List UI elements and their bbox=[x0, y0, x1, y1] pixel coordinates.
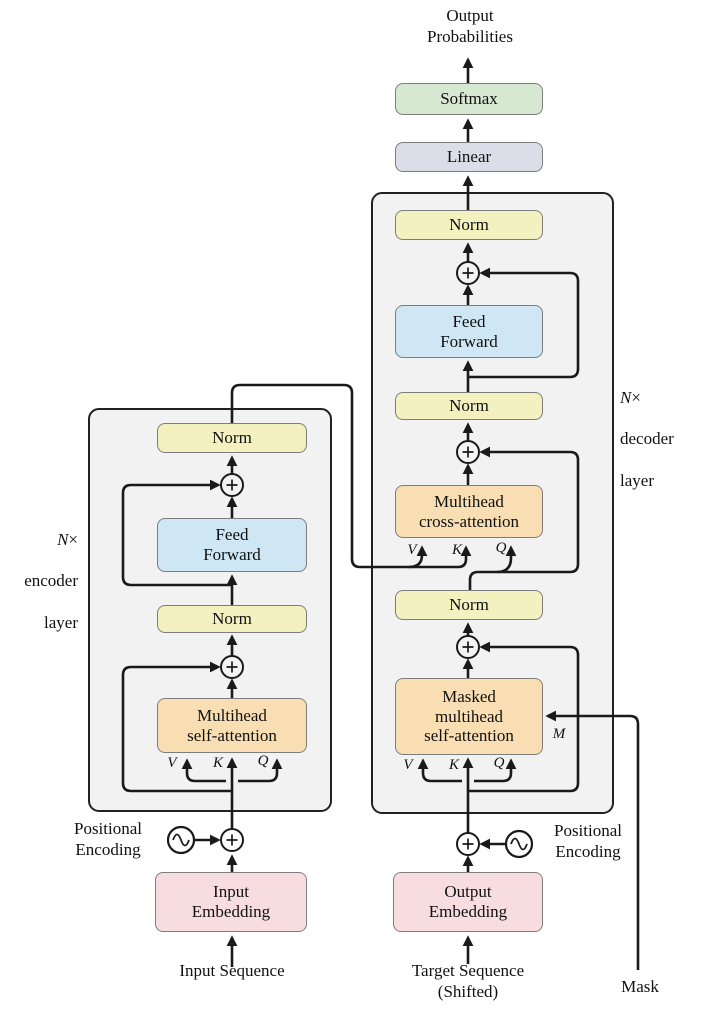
add-icon bbox=[220, 655, 244, 679]
dec-ff-residual-line bbox=[468, 267, 580, 379]
masked-attention-v-label: V bbox=[403, 757, 413, 773]
input-embedding-box: Input Embedding bbox=[155, 872, 307, 932]
masked-attention-box: Masked multihead self-attention bbox=[395, 678, 543, 755]
encoder-feed-forward-box: Feed Forward bbox=[157, 518, 307, 572]
enc-q-feed-arrow bbox=[238, 758, 283, 783]
decoder-norm-bottom-box: Norm bbox=[395, 590, 543, 620]
sine-icon bbox=[166, 825, 196, 855]
decoder-layer-label: N× decoder layer bbox=[620, 367, 700, 512]
target-sequence-label: Target Sequence (Shifted) bbox=[411, 961, 525, 1001]
masked-attention-residual-line bbox=[468, 641, 580, 793]
self-attention-v-label: V bbox=[167, 755, 177, 771]
add-icon bbox=[456, 832, 480, 856]
layer-word-label: layer bbox=[620, 470, 654, 490]
encoder-word-label: encoder bbox=[24, 571, 78, 591]
enc-ff-residual-line bbox=[121, 479, 232, 587]
decoder-norm-top-box: Norm bbox=[395, 210, 543, 240]
output-embedding-box: Output Embedding bbox=[393, 872, 543, 932]
input-sequence-label: Input Sequence bbox=[179, 961, 285, 980]
positional-encoding-left-label: Positional Encoding bbox=[73, 819, 142, 859]
encoder-layer-label: N× encoder layer bbox=[0, 509, 78, 654]
softmax-box: Softmax bbox=[395, 83, 543, 115]
mask-label: Mask bbox=[621, 977, 659, 996]
output-probabilities-label: Output Probabilities bbox=[427, 6, 513, 46]
encoder-norm-bottom-box: Norm bbox=[157, 605, 307, 633]
sine-icon bbox=[504, 829, 534, 859]
encoder-v-branch-arrow bbox=[408, 545, 428, 569]
encoder-norm-top-box: Norm bbox=[157, 423, 307, 453]
add-icon bbox=[456, 635, 480, 659]
positional-encoding-icons bbox=[166, 825, 534, 859]
self-attention-q-label: Q bbox=[257, 753, 269, 769]
mask-m-label: M bbox=[552, 726, 566, 742]
enc-attention-residual-line bbox=[121, 661, 232, 793]
cross-attention-q-label: Q bbox=[495, 540, 507, 556]
cross-attention-box: Multihead cross-attention bbox=[395, 485, 543, 538]
decoder-feed-forward-box: Feed Forward bbox=[395, 305, 543, 358]
dec-q-branch-arrow bbox=[496, 545, 517, 574]
add-icon bbox=[220, 473, 244, 497]
dec-q-feed-arrow bbox=[474, 758, 517, 783]
masked-attention-k-label: K bbox=[448, 757, 459, 773]
encoder-to-decoder-line bbox=[230, 383, 472, 569]
add-icons bbox=[220, 261, 480, 856]
dec-v-feed-arrow bbox=[417, 758, 462, 783]
add-icon bbox=[456, 261, 480, 285]
layer-word-label: layer bbox=[44, 612, 78, 632]
add-icon bbox=[456, 440, 480, 464]
linear-box: Linear bbox=[395, 142, 543, 172]
n-times-label: N× bbox=[57, 529, 78, 549]
norm-to-q-and-residual-line bbox=[468, 446, 580, 590]
mask-line bbox=[545, 710, 640, 970]
decoder-word-label: decoder bbox=[620, 429, 674, 449]
cross-attention-v-label: V bbox=[407, 542, 417, 558]
self-attention-k-label: K bbox=[212, 755, 223, 771]
masked-attention-q-label: Q bbox=[493, 755, 505, 771]
enc-v-feed-arrow bbox=[181, 758, 226, 783]
add-icon bbox=[220, 828, 244, 852]
positional-encoding-right-label: Positional Encoding bbox=[553, 821, 622, 861]
self-attention-box: Multihead self-attention bbox=[157, 698, 307, 753]
cross-attention-k-label: K bbox=[451, 542, 462, 558]
decoder-norm-mid-box: Norm bbox=[395, 392, 543, 420]
n-times-label: N× bbox=[620, 387, 641, 407]
